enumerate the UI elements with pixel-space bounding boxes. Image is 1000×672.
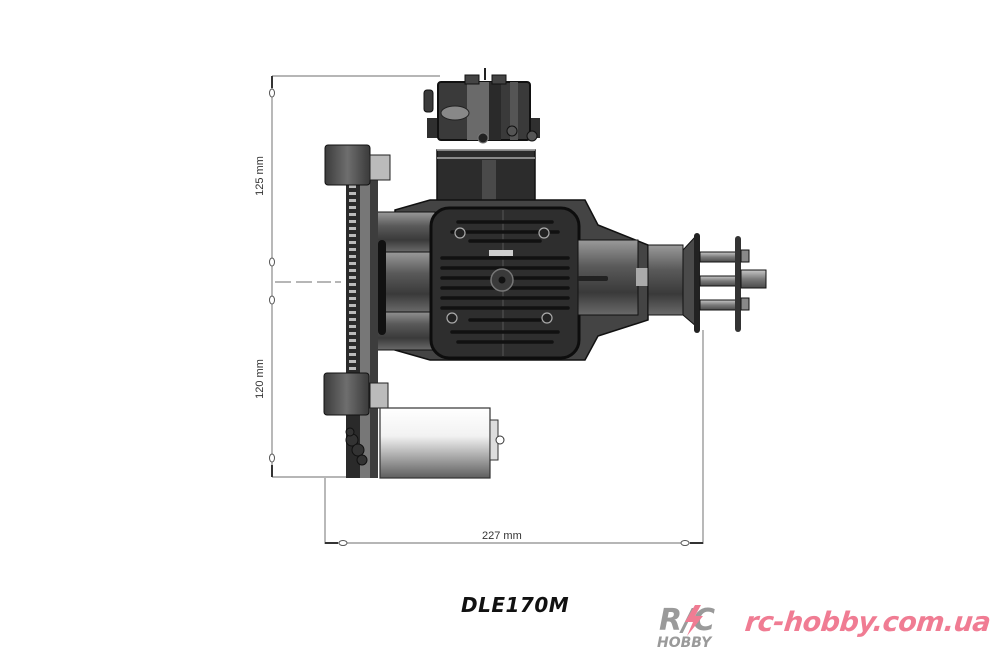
dimension-lines xyxy=(271,75,704,544)
cylinder-head xyxy=(423,68,540,144)
starter-motor xyxy=(379,407,505,479)
belt-drive xyxy=(323,144,391,478)
logo-hobby-text: HOBBY xyxy=(657,635,713,650)
rc-hobby-logo: R/C HOBBY xyxy=(657,603,715,650)
model-title: DLE170M xyxy=(461,593,570,617)
watermark-site: rc-hobby.com.ua xyxy=(743,607,992,638)
dimension-label-lower-height: 120 mm xyxy=(253,357,266,401)
cooling-cover xyxy=(429,206,581,360)
dimension-arrows xyxy=(269,88,690,546)
lightning-bolt-icon xyxy=(685,605,703,636)
prop-hub xyxy=(577,233,767,333)
dimension-label-upper-height: 125 mm xyxy=(253,154,266,198)
dimension-label-length: 227 mm xyxy=(480,530,524,542)
